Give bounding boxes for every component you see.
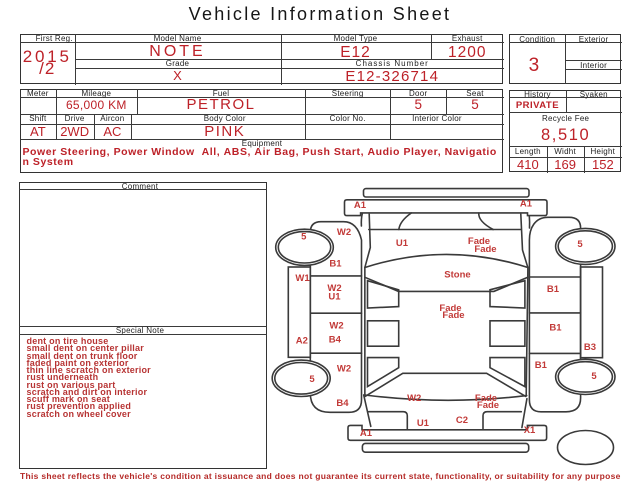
svg-text:U1: U1 (417, 418, 430, 429)
svg-text:A1: A1 (520, 199, 533, 210)
svg-text:U1: U1 (396, 238, 409, 249)
svg-text:B1: B1 (549, 323, 562, 334)
svg-text:W2: W2 (407, 393, 421, 404)
svg-text:W2: W2 (327, 283, 341, 294)
svg-text:5: 5 (309, 374, 315, 385)
svg-text:W1: W1 (295, 273, 310, 284)
svg-text:U1: U1 (328, 291, 341, 302)
svg-text:Stone: Stone (444, 270, 470, 281)
svg-text:A1: A1 (354, 200, 367, 211)
svg-text:Fade: Fade (468, 236, 490, 247)
svg-text:W2: W2 (337, 364, 351, 375)
svg-text:B1: B1 (535, 360, 548, 371)
svg-text:5: 5 (591, 371, 597, 382)
svg-text:C2: C2 (456, 415, 468, 426)
svg-text:A1: A1 (360, 428, 373, 439)
svg-text:A2: A2 (296, 335, 308, 346)
svg-text:Fade: Fade (477, 400, 499, 411)
svg-text:Fade: Fade (474, 244, 496, 255)
svg-text:5: 5 (301, 232, 307, 243)
svg-text:B4: B4 (329, 335, 342, 346)
svg-text:W2: W2 (337, 227, 351, 238)
svg-text:Fade: Fade (439, 303, 461, 314)
svg-text:Fade: Fade (442, 310, 464, 321)
svg-text:X1: X1 (524, 425, 536, 436)
svg-text:Fade: Fade (475, 393, 497, 404)
svg-text:B1: B1 (547, 284, 560, 295)
svg-text:B1: B1 (329, 259, 342, 270)
svg-text:W2: W2 (329, 321, 343, 332)
svg-text:5: 5 (577, 239, 583, 250)
svg-text:B3: B3 (584, 342, 596, 353)
svg-text:B4: B4 (336, 398, 349, 409)
